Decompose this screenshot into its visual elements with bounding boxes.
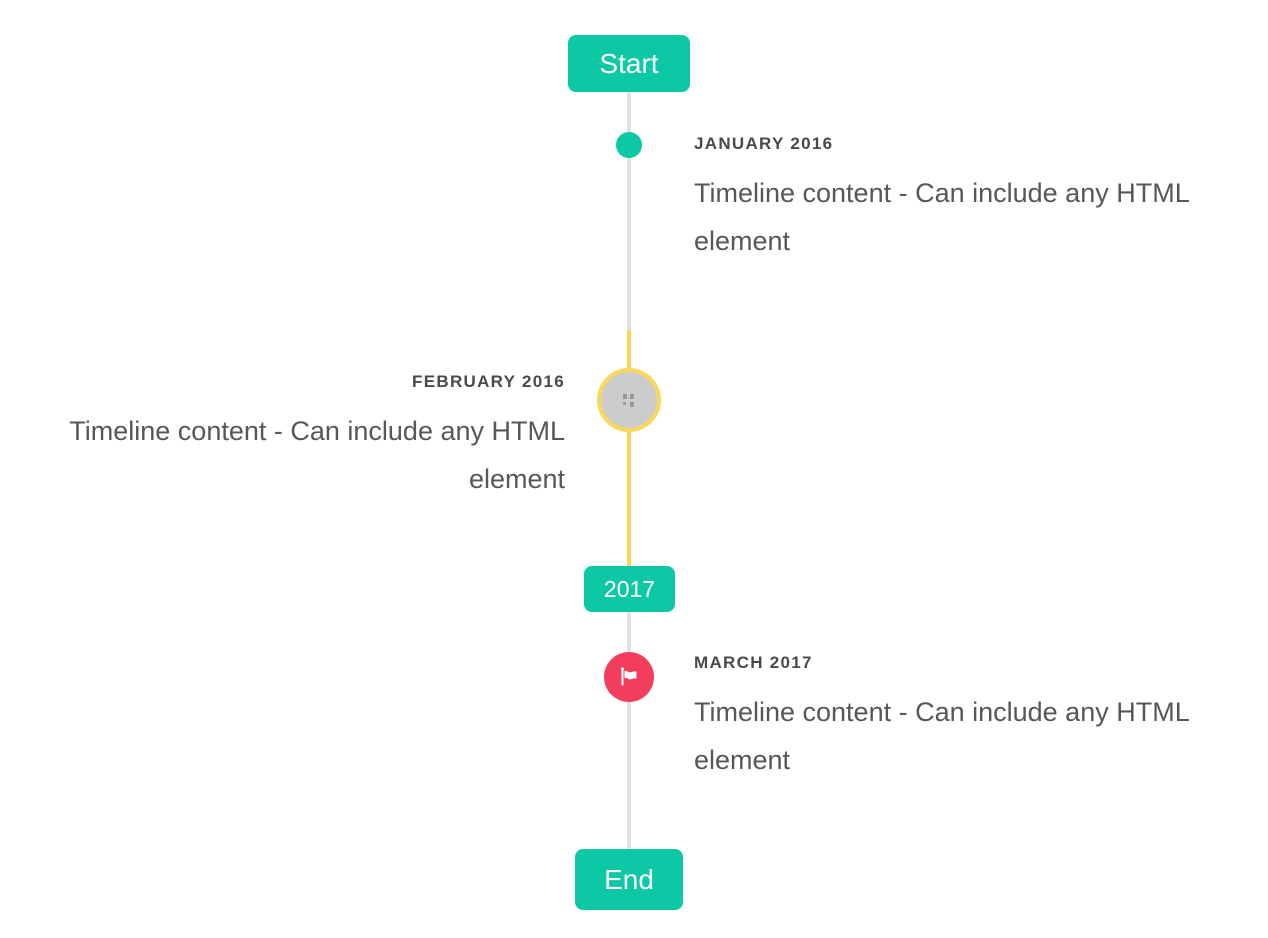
event-date-label: MARCH 2017 bbox=[694, 653, 813, 672]
year-badge-2017: 2017 bbox=[584, 566, 675, 612]
event-marker-image-february bbox=[597, 368, 661, 432]
event-content: Timeline content - Can include any HTML … bbox=[694, 178, 1189, 256]
event-march-2017: MARCH 2017 Timeline content - Can includ… bbox=[694, 652, 1204, 784]
end-badge: End bbox=[575, 849, 683, 910]
start-badge: Start bbox=[568, 35, 690, 92]
broken-image-icon bbox=[622, 393, 637, 407]
event-date-label: JANUARY 2016 bbox=[694, 134, 834, 153]
end-badge-label: End bbox=[604, 863, 654, 895]
flag-icon bbox=[617, 665, 641, 689]
event-february-2016: FEBRUARY 2016 Timeline content - Can inc… bbox=[55, 371, 565, 503]
event-content: Timeline content - Can include any HTML … bbox=[69, 416, 565, 494]
timeline-line-gray-top bbox=[627, 92, 631, 330]
year-badge-label: 2017 bbox=[603, 575, 656, 602]
event-january-2016: JANUARY 2016 Timeline content - Can incl… bbox=[694, 133, 1204, 265]
timeline-line-yellow-highlight bbox=[627, 330, 631, 566]
event-marker-dot-january bbox=[616, 132, 642, 158]
event-content: Timeline content - Can include any HTML … bbox=[694, 697, 1189, 775]
event-date-label: FEBRUARY 2016 bbox=[412, 372, 565, 391]
start-badge-label: Start bbox=[599, 47, 659, 79]
timeline-line-gray-bottom bbox=[627, 612, 631, 849]
event-marker-flag-march bbox=[604, 652, 654, 702]
